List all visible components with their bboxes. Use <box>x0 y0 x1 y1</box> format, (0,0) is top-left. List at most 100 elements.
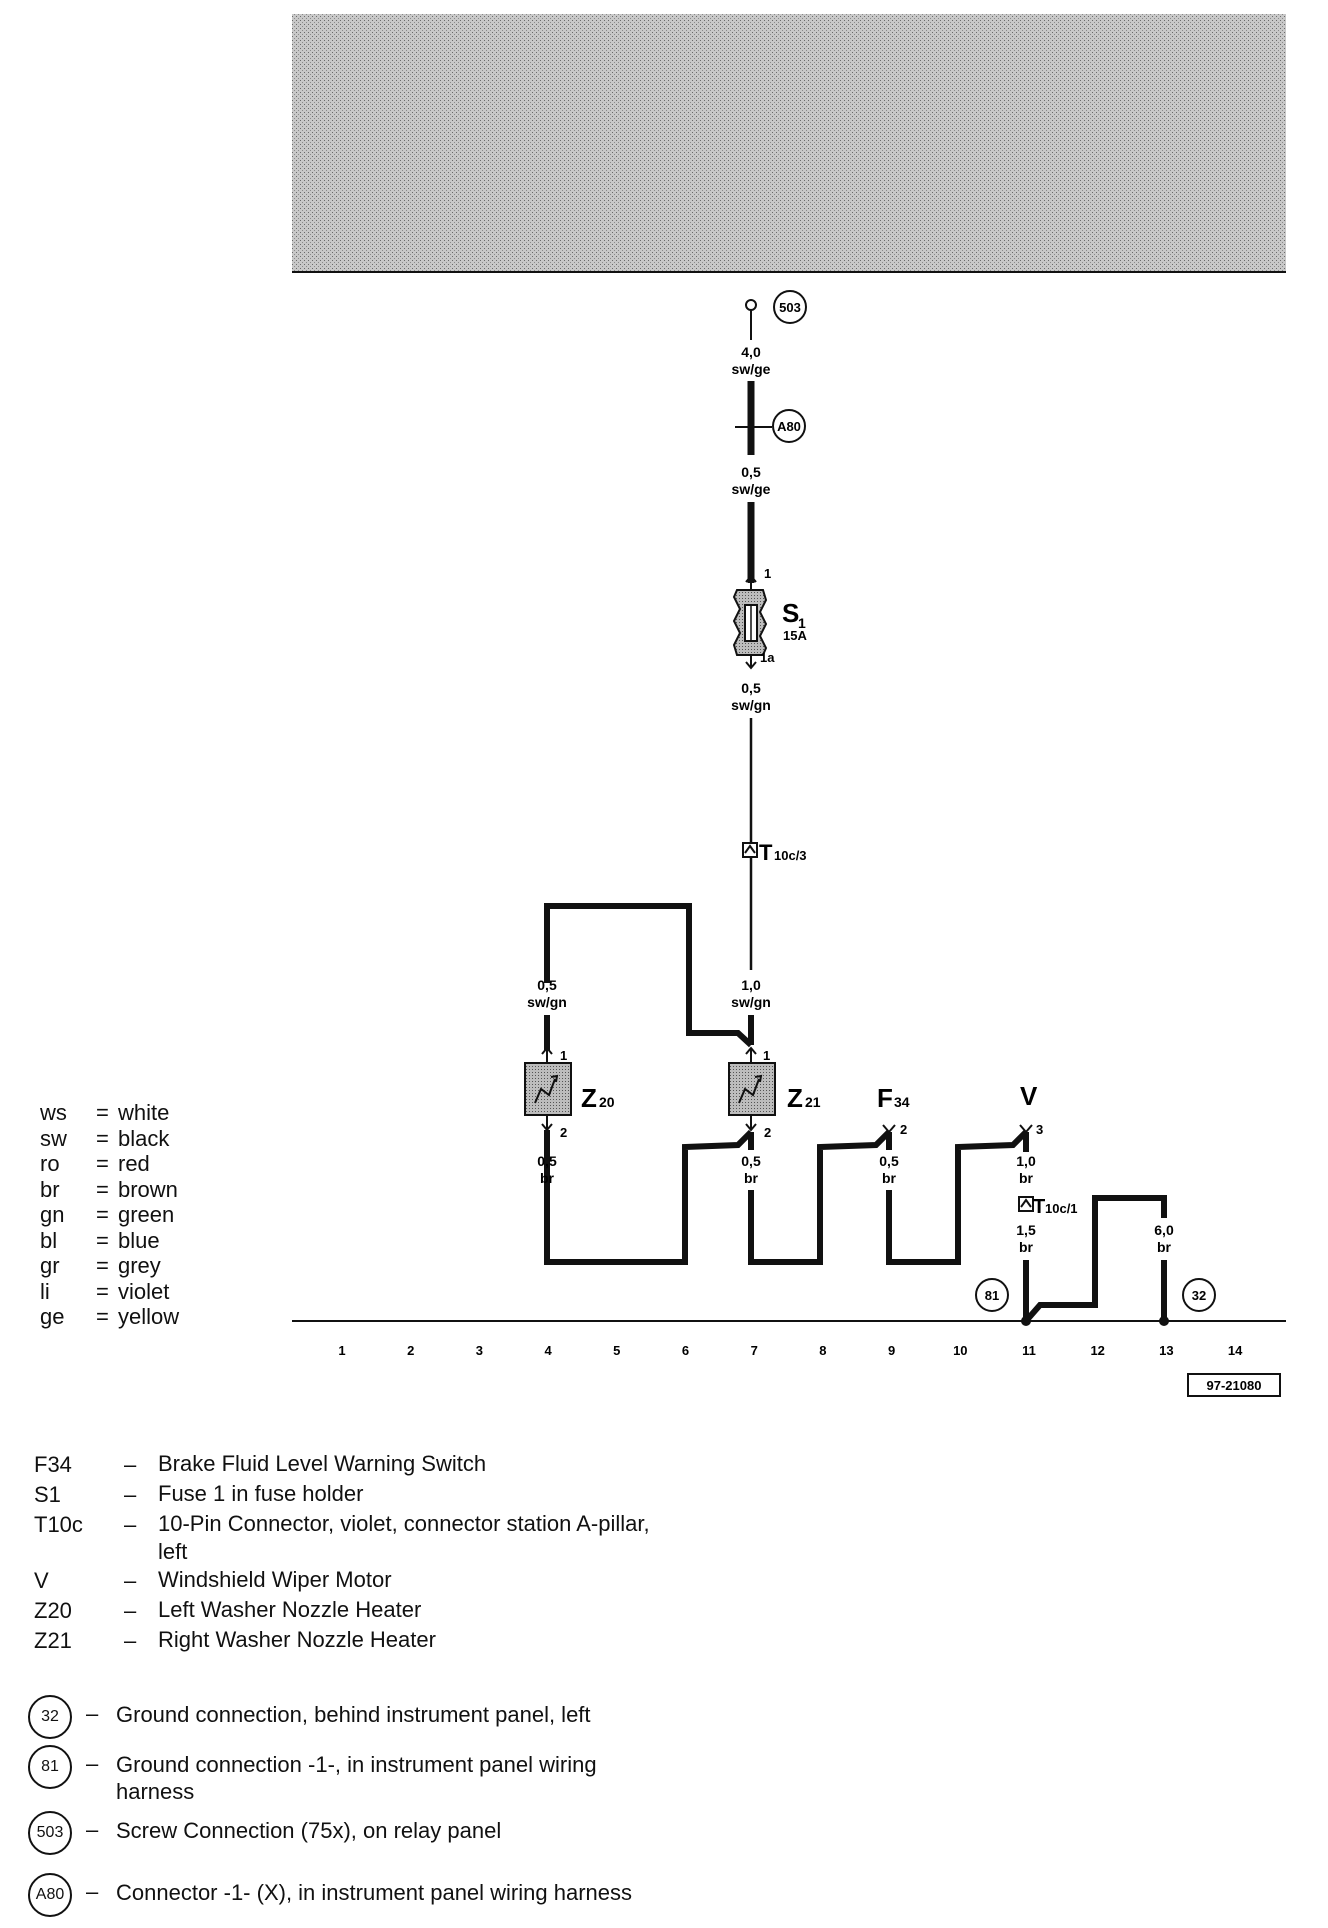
wire-z21-size: 1,0 <box>741 977 761 993</box>
dash: – <box>124 1568 137 1593</box>
dash: – <box>86 1701 99 1726</box>
component-code: Z21 <box>34 1628 72 1653</box>
color-name: green <box>118 1202 175 1227</box>
wire-b11a-color: br <box>1019 1170 1034 1186</box>
ground-legend-row: 32–Ground connection, behind instrument … <box>28 1695 636 1739</box>
t10c1-sub: 10c/1 <box>1045 1201 1078 1216</box>
z20-label: Z <box>581 1083 597 1113</box>
f34-sub: 34 <box>894 1094 910 1110</box>
color-code: gr <box>40 1253 60 1278</box>
z21-arrow-top <box>745 1046 757 1063</box>
equals-sign: = <box>96 1125 109 1151</box>
ground-description: Connector -1- (X), in instrument panel w… <box>116 1880 633 1905</box>
wire-b13-size: 6,0 <box>1154 1222 1174 1238</box>
fuse-s1-pin-top: 1 <box>764 566 771 581</box>
wire-z20-size: 0,5 <box>537 977 557 993</box>
ground-legend: 32–Ground connection, behind instrument … <box>28 1695 636 1923</box>
circle-503: 503 <box>773 290 807 324</box>
ground-point-13 <box>1159 1316 1169 1326</box>
wire-s1-size: 0,5 <box>741 680 761 696</box>
f34-label: F <box>877 1083 893 1113</box>
figure-id-box <box>1187 1373 1281 1397</box>
f34-pin: 2 <box>900 1122 907 1137</box>
ground-badge: A80 <box>28 1873 72 1917</box>
heater-Z21 <box>728 1062 776 1116</box>
ground-description: Ground connection, behind instrument pan… <box>116 1702 591 1727</box>
fuse-s1-arrow-top <box>745 574 757 590</box>
z21-arrow-bottom <box>745 1115 757 1132</box>
color-name: red <box>118 1151 150 1176</box>
color-code: br <box>40 1176 60 1202</box>
wire-b11a-size: 1,0 <box>1016 1153 1036 1169</box>
color-legend-row: ro = red <box>40 1151 179 1177</box>
track-number: 14 <box>1228 1343 1243 1358</box>
component-description: Left Washer Nozzle Heater <box>158 1597 422 1622</box>
component-description: Right Washer Nozzle Heater <box>158 1627 436 1652</box>
dash: – <box>124 1512 137 1537</box>
wire-z21-color: sw/gn <box>731 994 771 1010</box>
wire-b9-color: br <box>882 1170 897 1186</box>
z20-arrow-top <box>541 1046 553 1063</box>
v-pin: 3 <box>1036 1122 1043 1137</box>
z20-arrow-bottom <box>541 1115 553 1132</box>
fuse-s1-label: S <box>782 598 799 628</box>
component-code: Z20 <box>34 1598 72 1623</box>
wire-b7-size: 0,5 <box>741 1153 761 1169</box>
wire-z20-supply <box>544 903 754 1048</box>
component-legend-row: S1–Fuse 1 in fuse holder <box>34 1480 678 1510</box>
component-code: V <box>34 1568 49 1593</box>
color-code: ws <box>40 1100 67 1125</box>
dash: – <box>124 1628 137 1653</box>
wire-b7-color: br <box>744 1170 759 1186</box>
component-description: Brake Fluid Level Warning Switch <box>158 1451 487 1476</box>
equals-sign: = <box>96 1278 109 1304</box>
color-legend-row: gr=grey <box>40 1253 179 1279</box>
z20-pin2: 2 <box>560 1125 567 1140</box>
dash: – <box>86 1751 99 1776</box>
wire-b4-size: 0,5 <box>537 1153 557 1169</box>
fuse-s1-rating: 15A <box>783 628 807 643</box>
color-name: grey <box>118 1253 161 1278</box>
track-number: 10 <box>953 1343 967 1358</box>
component-legend-row: V–Windshield Wiper Motor <box>34 1566 678 1596</box>
equals-sign: = <box>96 1151 109 1176</box>
color-code: ge <box>40 1304 65 1329</box>
equals-sign: = <box>96 1100 109 1125</box>
color-legend-row: sw=black <box>40 1126 179 1152</box>
component-legend-row: Z20 –Left Washer Nozzle Heater <box>34 1596 678 1626</box>
track-number: 12 <box>1090 1343 1104 1358</box>
fuse-s1-sub: 1 <box>798 615 806 631</box>
wire-b11b-size: 1,5 <box>1016 1222 1036 1238</box>
wire-z20-color: sw/gn <box>527 994 567 1010</box>
connector-T10c-3 <box>742 842 758 858</box>
wire-brown-z20-z21 <box>544 1129 754 1265</box>
wire-503-color: sw/ge <box>732 361 771 377</box>
circle-A80-label: A80 <box>777 419 801 434</box>
fuse-s1-arrow-bottom <box>745 655 757 670</box>
color-code: gn <box>40 1202 65 1227</box>
relay-panel-banner <box>292 14 1286 271</box>
track-number: 2 <box>407 1343 414 1358</box>
wiring-diagram: 503 4,0 sw/ge A80 0,5 sw/ge 1 1a S 1 15A… <box>292 14 1286 1397</box>
f34-terminal <box>882 1124 896 1134</box>
equals-sign: = <box>96 1202 109 1227</box>
ground-badge: 81 <box>28 1745 72 1789</box>
circle-81-label: 81 <box>985 1288 999 1303</box>
color-name: black <box>118 1125 170 1151</box>
heater-Z20 <box>524 1062 572 1116</box>
ground-description: Screw Connection (75x), on relay panel <box>116 1818 502 1843</box>
wire-a80-size: 0,5 <box>741 464 761 480</box>
component-description: 10-Pin Connector, violet, connector stat… <box>158 1511 650 1564</box>
z21-label: Z <box>787 1083 803 1113</box>
track-number: 3 <box>476 1343 483 1358</box>
component-code: S1 <box>34 1482 61 1507</box>
color-legend-row: gn = green <box>40 1202 179 1228</box>
equals-sign: = <box>96 1176 109 1202</box>
wire-b9-size: 0,5 <box>879 1153 899 1169</box>
dash: – <box>124 1598 137 1623</box>
track-number: 11 <box>1022 1343 1036 1358</box>
color-code: ro <box>40 1151 60 1176</box>
track-number: 5 <box>613 1343 620 1358</box>
